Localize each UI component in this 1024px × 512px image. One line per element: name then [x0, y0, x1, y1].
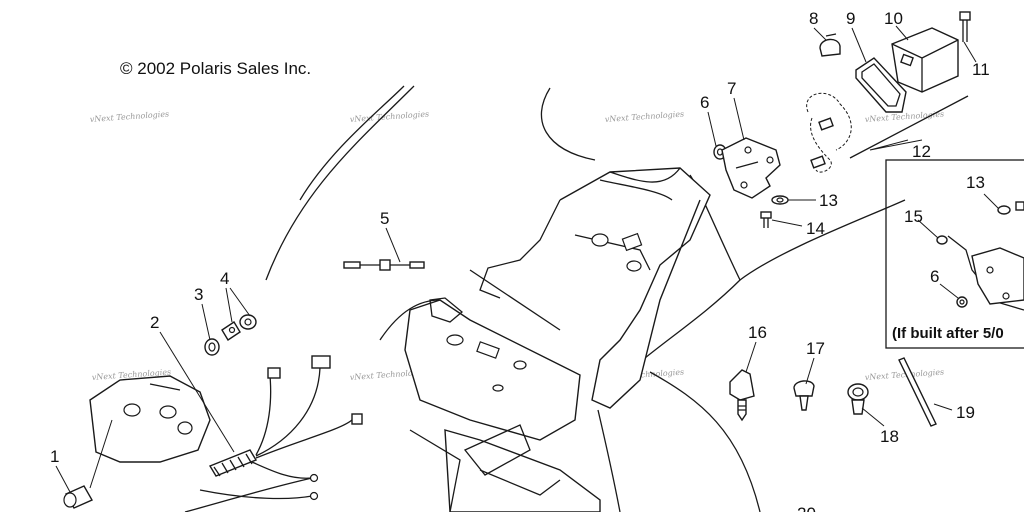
watermark: vNext Technologies [90, 109, 170, 124]
part-cable-clamp [847, 383, 869, 415]
part-light-harness [806, 92, 969, 173]
part-nut [771, 195, 789, 205]
part-gasket [855, 57, 907, 113]
part-switch-pair [221, 314, 257, 341]
callout-16: 16 [748, 323, 767, 342]
part-clip-round [793, 380, 815, 411]
part-key-switch [63, 485, 93, 509]
callout-20: 20 [797, 504, 816, 512]
part-bulb [819, 33, 841, 57]
part-screw [760, 211, 772, 228]
callout-5: 5 [380, 209, 389, 228]
callout-7: 7 [727, 79, 736, 98]
part-grommet [204, 338, 220, 356]
callout-8: 8 [809, 9, 818, 28]
inset-panel [885, 159, 1024, 349]
frame-bulkhead [379, 297, 601, 512]
body-outline [265, 85, 906, 512]
callout-11: 11 [972, 60, 990, 79]
callout-labels: 1 2 3 4 5 6 7 8 9 10 11 12 13 14 15 6 13… [50, 9, 1004, 512]
watermark: vNext Technologies [605, 109, 685, 124]
callout-2: 2 [150, 313, 159, 332]
part-wiring-harness [184, 355, 363, 512]
part-bracket [721, 137, 781, 199]
callout-12: 12 [912, 142, 931, 161]
watermark: vNext Technologies [865, 109, 945, 124]
part-tail-light [891, 27, 959, 93]
part-screw-top [959, 11, 971, 42]
copyright-text: © 2002 Polaris Sales Inc. [120, 59, 311, 78]
callout-10: 10 [884, 9, 903, 28]
part-rod [898, 357, 937, 427]
callout-9: 9 [846, 9, 855, 28]
callout-13: 13 [819, 191, 838, 210]
tail-cowl [479, 167, 711, 409]
callout-14: 14 [806, 219, 825, 238]
part-wire-lead [343, 259, 425, 271]
part-clip [729, 369, 755, 422]
callout-17: 17 [806, 339, 825, 358]
callout-4: 4 [220, 269, 229, 288]
callout-3: 3 [194, 285, 203, 304]
callout-15: 15 [904, 207, 923, 226]
inset-note: (If built after 5/0 [892, 325, 1004, 342]
watermark: vNext Technologies [350, 109, 430, 124]
callout-inset-6: 6 [930, 267, 939, 286]
leader-lines [55, 25, 999, 493]
callout-6: 6 [700, 93, 709, 112]
part-console-housing [89, 375, 211, 463]
callout-1: 1 [50, 447, 59, 466]
callout-inset-13: 13 [966, 173, 985, 192]
callout-18: 18 [880, 427, 899, 446]
callout-19: 19 [956, 403, 975, 422]
